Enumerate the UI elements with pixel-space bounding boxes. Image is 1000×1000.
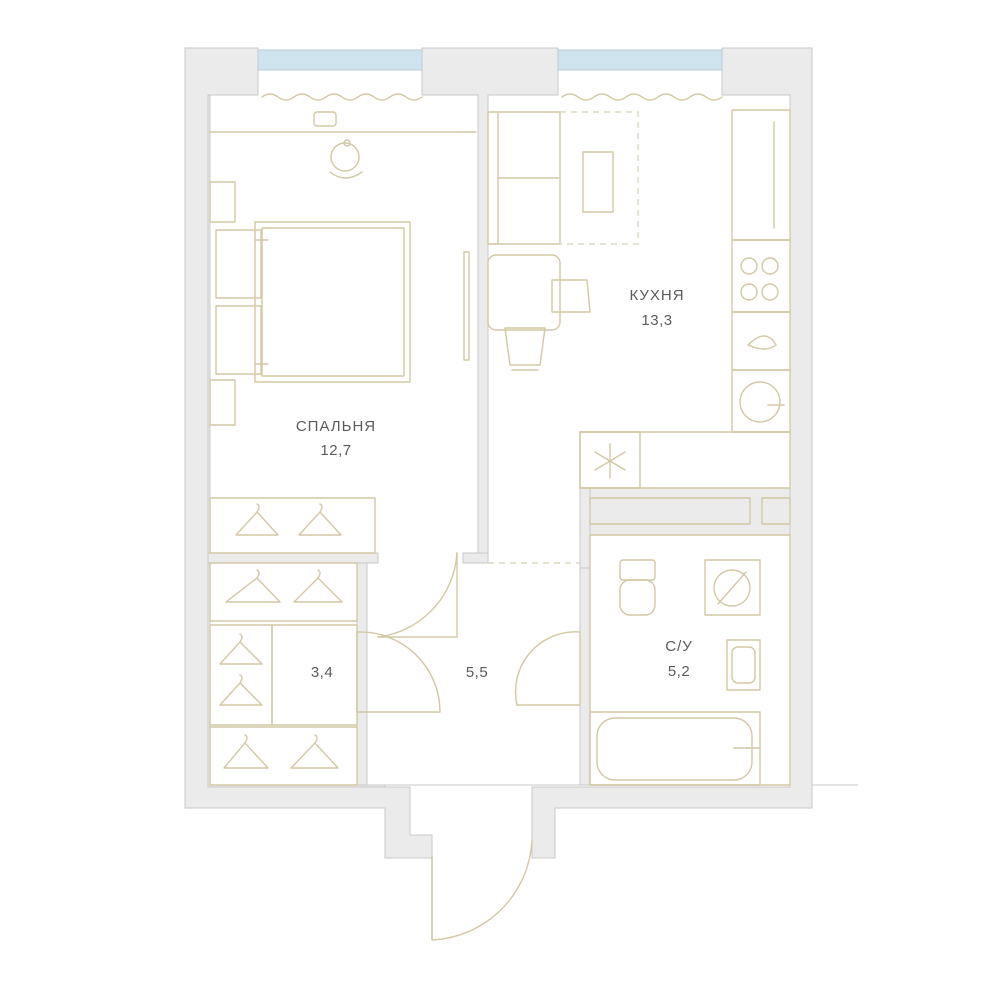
inner-wall-bedroom-hall: [462, 552, 489, 564]
doors: [356, 552, 581, 941]
bathroom-furniture: [589, 534, 791, 786]
outer-wall-left: [184, 47, 433, 859]
room-area-wardrobe: 3,4: [311, 664, 333, 681]
inner-wall-kitchen-bath: [579, 487, 791, 536]
room-area-bathroom: 5,2: [668, 663, 690, 680]
kitchen-furniture: [487, 109, 791, 525]
room-area-hallway: 5,5: [466, 664, 488, 681]
bedroom-furniture: [209, 111, 477, 426]
outer-wall-top-middle: [421, 47, 559, 554]
walls: [184, 47, 858, 859]
room-area-kitchen: 13,3: [641, 312, 672, 329]
snowflake-icon: [594, 443, 626, 479]
chair-icon: [329, 139, 363, 179]
room-name-kitchen: КУХНЯ: [629, 287, 684, 304]
toilet-icon: [619, 559, 656, 616]
inner-wall-pillar-left: [579, 487, 591, 569]
window-bedroom: [257, 49, 423, 71]
sink-icon: [726, 639, 761, 691]
window-kitchen: [557, 49, 723, 71]
room-name-bathroom: С/У: [665, 638, 693, 655]
room-name-bedroom: СПАЛЬНЯ: [296, 418, 376, 435]
inner-wall-bedroom-wardrobe: [207, 552, 379, 564]
windows: [257, 49, 723, 101]
bed-icon: [209, 181, 411, 426]
wardrobes: [209, 497, 376, 786]
hanger-icon: [219, 503, 343, 769]
outer-wall-right: [531, 47, 813, 859]
inner-wall-wardrobe-hall: [356, 562, 368, 786]
room-area-bedroom: 12,7: [320, 442, 351, 459]
bathtub-icon: [589, 711, 761, 786]
outer-wall: [184, 47, 858, 809]
inner-wall-bath-hall: [579, 534, 591, 786]
washing-machine-icon: [704, 559, 761, 616]
